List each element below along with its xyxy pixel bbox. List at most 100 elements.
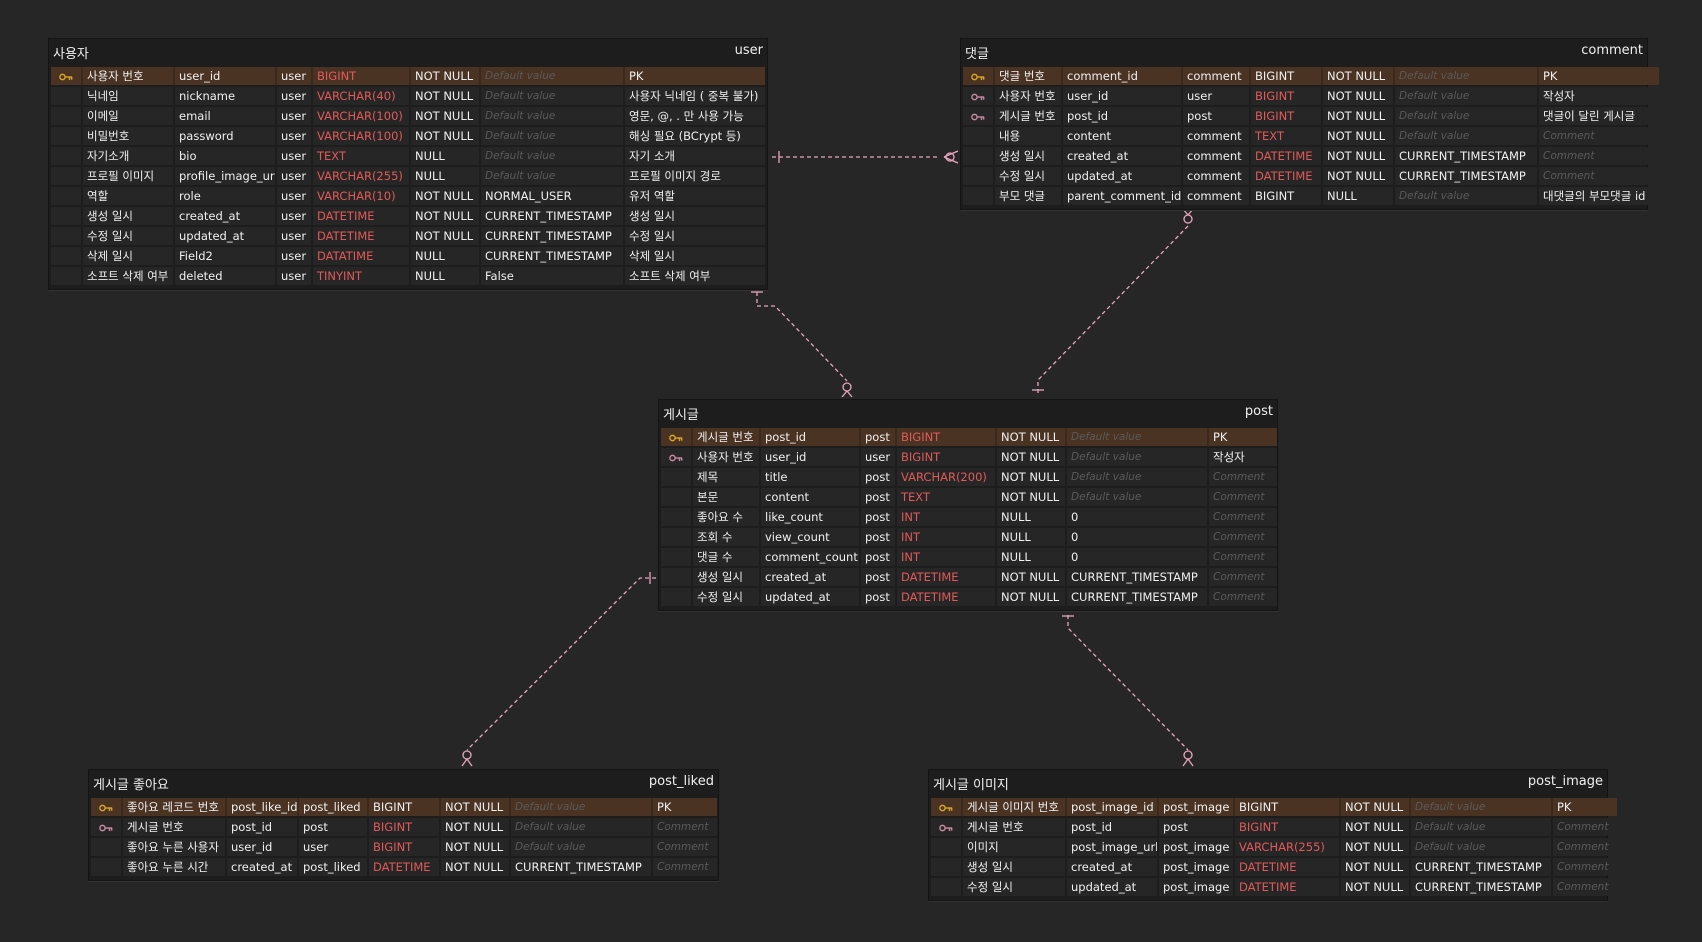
- column-logical-name[interactable]: 삭제 일시: [83, 247, 173, 265]
- column-default[interactable]: Default value: [1395, 107, 1537, 125]
- column-logical-name[interactable]: 이미지: [963, 838, 1065, 856]
- column-comment[interactable]: PK: [653, 798, 717, 816]
- column-owner-table[interactable]: user: [277, 147, 311, 165]
- column-comment[interactable]: Comment: [653, 818, 717, 836]
- column-nullable[interactable]: NULL: [1323, 187, 1393, 205]
- column-data-type[interactable]: TINYINT: [313, 267, 409, 285]
- column-owner-table[interactable]: post_image: [1159, 838, 1233, 856]
- column-comment[interactable]: Comment: [1209, 528, 1277, 546]
- column-comment[interactable]: 소프트 삭제 여부: [625, 267, 765, 285]
- column-physical-name[interactable]: user_id: [1063, 87, 1181, 105]
- column-owner-table[interactable]: comment: [1183, 167, 1249, 185]
- column-owner-table[interactable]: post: [861, 548, 895, 566]
- column-nullable[interactable]: NOT NULL: [997, 448, 1065, 466]
- column-data-type[interactable]: BIGINT: [1235, 818, 1339, 836]
- column-nullable[interactable]: NULL: [411, 267, 479, 285]
- column-default[interactable]: Default value: [1395, 67, 1537, 85]
- column-physical-name[interactable]: created_at: [761, 568, 859, 586]
- column-default[interactable]: Default value: [1395, 87, 1537, 105]
- column-nullable[interactable]: NOT NULL: [1323, 107, 1393, 125]
- column-owner-table[interactable]: user: [277, 67, 311, 85]
- column-physical-name[interactable]: like_count: [761, 508, 859, 526]
- column-logical-name[interactable]: 좋아요 누른 시간: [123, 858, 225, 876]
- column-default[interactable]: Default value: [1067, 448, 1207, 466]
- column-nullable[interactable]: NOT NULL: [1323, 87, 1393, 105]
- column-nullable[interactable]: NOT NULL: [997, 568, 1065, 586]
- column-owner-table[interactable]: user: [277, 207, 311, 225]
- column-data-type[interactable]: BIGINT: [369, 838, 439, 856]
- column-physical-name[interactable]: profile_image_url: [175, 167, 275, 185]
- column-data-type[interactable]: BIGINT: [369, 818, 439, 836]
- column-owner-table[interactable]: user: [277, 107, 311, 125]
- column-physical-name[interactable]: created_at: [227, 858, 297, 876]
- column-data-type[interactable]: INT: [897, 528, 995, 546]
- column-data-type[interactable]: TEXT: [897, 488, 995, 506]
- column-data-type[interactable]: DATETIME: [897, 568, 995, 586]
- column-comment[interactable]: Comment: [1539, 127, 1659, 145]
- column-data-type[interactable]: VARCHAR(255): [313, 167, 409, 185]
- column-data-type[interactable]: VARCHAR(100): [313, 107, 409, 125]
- column-default[interactable]: CURRENT_TIMESTAMP: [481, 227, 623, 245]
- column-default[interactable]: 0: [1067, 508, 1207, 526]
- column-owner-table[interactable]: post: [861, 428, 895, 446]
- column-data-type[interactable]: TEXT: [313, 147, 409, 165]
- column-default[interactable]: CURRENT_TIMESTAMP: [481, 247, 623, 265]
- column-default[interactable]: CURRENT_TIMESTAMP: [1395, 147, 1537, 165]
- column-comment[interactable]: Comment: [1553, 818, 1617, 836]
- column-default[interactable]: Default value: [1395, 127, 1537, 145]
- column-nullable[interactable]: NOT NULL: [411, 67, 479, 85]
- rel-user-comment[interactable]: [772, 150, 959, 164]
- column-nullable[interactable]: NOT NULL: [441, 798, 509, 816]
- column-comment[interactable]: Comment: [1209, 588, 1277, 606]
- column-owner-table[interactable]: comment: [1183, 127, 1249, 145]
- column-owner-table[interactable]: user: [861, 448, 895, 466]
- column-logical-name[interactable]: 생성 일시: [963, 858, 1065, 876]
- column-data-type[interactable]: BIGINT: [369, 798, 439, 816]
- column-physical-name[interactable]: updated_at: [175, 227, 275, 245]
- column-physical-name[interactable]: updated_at: [1063, 167, 1181, 185]
- column-comment[interactable]: 사용자 닉네임 ( 중복 불가): [625, 87, 765, 105]
- column-owner-table[interactable]: user: [1183, 87, 1249, 105]
- column-default[interactable]: Default value: [1411, 798, 1551, 816]
- column-default[interactable]: CURRENT_TIMESTAMP: [1067, 588, 1207, 606]
- column-nullable[interactable]: NOT NULL: [411, 227, 479, 245]
- column-owner-table[interactable]: post: [861, 488, 895, 506]
- rel-post-postimage[interactable]: [1062, 608, 1194, 767]
- column-default[interactable]: CURRENT_TIMESTAMP: [511, 858, 651, 876]
- column-default[interactable]: Default value: [481, 147, 623, 165]
- column-data-type[interactable]: VARCHAR(10): [313, 187, 409, 205]
- column-owner-table[interactable]: post: [861, 508, 895, 526]
- column-physical-name[interactable]: post_image_url: [1067, 838, 1157, 856]
- column-default[interactable]: False: [481, 267, 623, 285]
- column-data-type[interactable]: BIGINT: [313, 67, 409, 85]
- column-data-type[interactable]: DATETIME: [1235, 858, 1339, 876]
- column-logical-name[interactable]: 부모 댓글: [995, 187, 1061, 205]
- column-default[interactable]: CURRENT_TIMESTAMP: [1411, 858, 1551, 876]
- column-logical-name[interactable]: 댓글 수: [693, 548, 759, 566]
- column-data-type[interactable]: DATETIME: [1251, 167, 1321, 185]
- column-default[interactable]: Default value: [511, 798, 651, 816]
- column-nullable[interactable]: NOT NULL: [441, 858, 509, 876]
- column-default[interactable]: Default value: [1395, 187, 1537, 205]
- column-default[interactable]: CURRENT_TIMESTAMP: [1395, 167, 1537, 185]
- column-comment[interactable]: 생성 일시: [625, 207, 765, 225]
- column-data-type[interactable]: VARCHAR(200): [897, 468, 995, 486]
- column-comment[interactable]: Comment: [1209, 548, 1277, 566]
- column-default[interactable]: Default value: [1067, 468, 1207, 486]
- column-comment[interactable]: 대댓글의 부모댓글 id: [1539, 187, 1659, 205]
- column-nullable[interactable]: NOT NULL: [411, 107, 479, 125]
- column-logical-name[interactable]: 사용자 번호: [83, 67, 173, 85]
- column-physical-name[interactable]: post_id: [761, 428, 859, 446]
- column-nullable[interactable]: NOT NULL: [411, 87, 479, 105]
